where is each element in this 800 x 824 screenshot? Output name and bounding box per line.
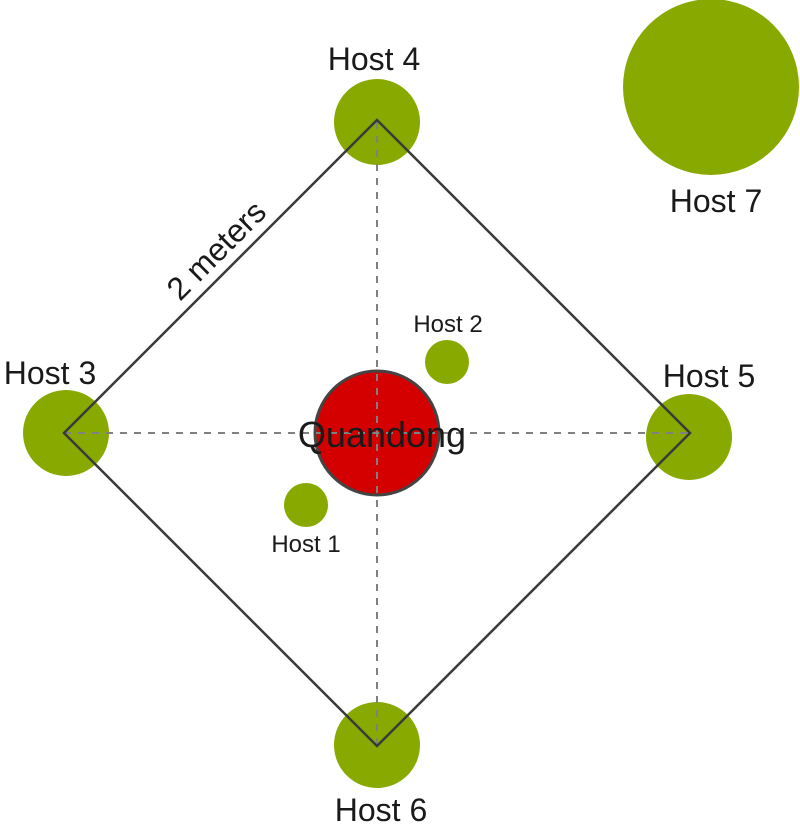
boundary-diamond	[62, 118, 692, 748]
host-2-node	[425, 340, 469, 384]
scale-label: 2 meters	[159, 193, 272, 306]
host-5-label: Host 5	[663, 358, 755, 394]
host-7-node	[623, 0, 799, 175]
host-2-label: Host 2	[413, 311, 482, 338]
host-5-node	[646, 394, 732, 480]
host-6-label: Host 6	[335, 792, 427, 824]
host-7-label: Host 7	[670, 183, 762, 219]
host-3-label: Host 3	[4, 355, 96, 391]
host-1-node	[284, 483, 328, 527]
host-4-label: Host 4	[328, 41, 420, 77]
quandong-label: Quandong	[298, 414, 466, 455]
host-1-label: Host 1	[271, 531, 340, 558]
